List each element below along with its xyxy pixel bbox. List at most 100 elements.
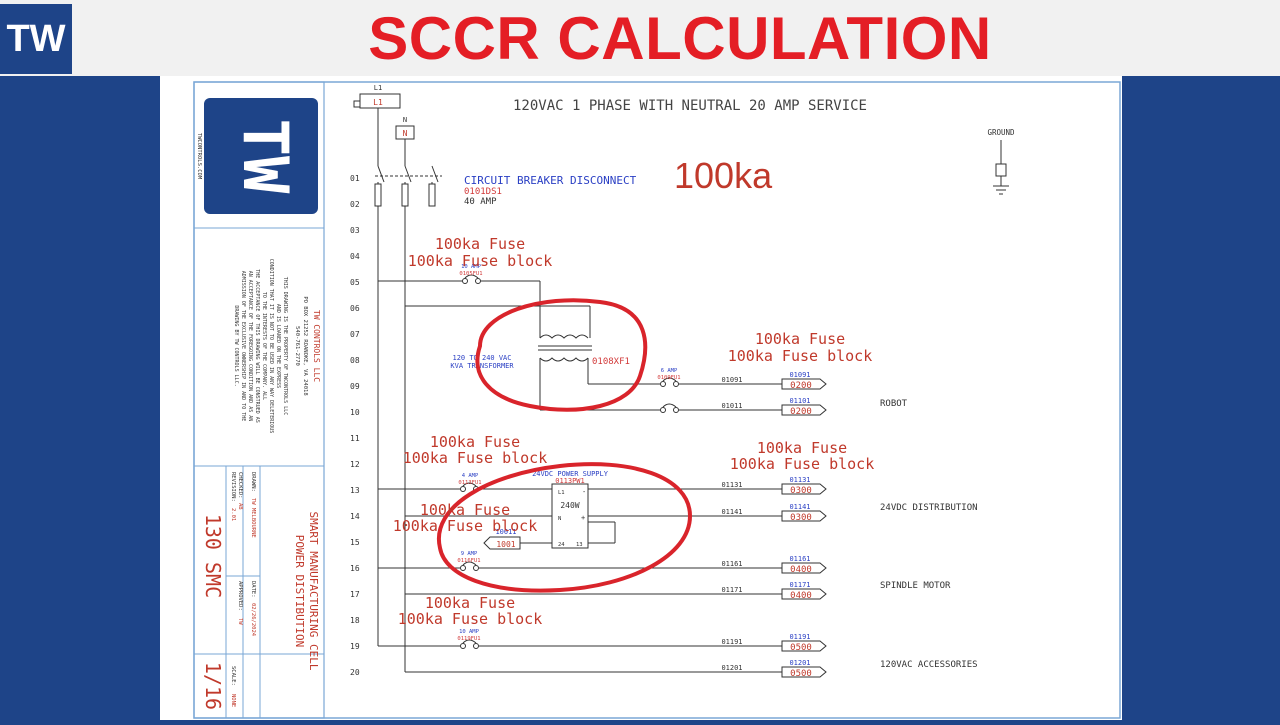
- sheet-number: 1/16: [201, 662, 225, 710]
- schematic-title: 120VAC 1 PHASE WITH NEUTRAL 20 AMP SERVI…: [513, 98, 867, 114]
- svg-text:01191: 01191: [789, 633, 810, 641]
- offpage-1001: 10011 1001: [483, 528, 521, 550]
- sheet-border: [193, 81, 1121, 719]
- annotation-5: 100ka Fuse 100ka Fuse block: [398, 594, 543, 628]
- svg-text:CONDITION THAT IT IS NOT TO BE: CONDITION THAT IT IS NOT TO BE USED IN A…: [268, 259, 274, 434]
- svg-text:11: 11: [350, 434, 360, 443]
- svg-text:AN ACCEPTANCE OF THE FOREGOING: AN ACCEPTANCE OF THE FOREGOING CONDITION…: [247, 271, 253, 422]
- svg-text:+: +: [581, 514, 585, 522]
- svg-text:100ka Fuse block: 100ka Fuse block: [403, 449, 548, 467]
- disclaimer: THIS DRAWING IS THE PROPERTY OF TWCONTRO…: [233, 259, 288, 434]
- svg-text:05: 05: [350, 278, 360, 287]
- project-title-1: SMART MANUFACTURING CELL: [307, 512, 320, 671]
- svg-text:01101: 01101: [789, 397, 810, 405]
- transformer-circle-annotation: [475, 298, 648, 412]
- svg-text:DRAWING BY TW CONTROLS LLC.: DRAWING BY TW CONTROLS LLC.: [233, 305, 239, 386]
- svg-text:24VDC POWER SUPPLY: 24VDC POWER SUPPLY: [532, 470, 609, 478]
- svg-text:04: 04: [350, 252, 360, 261]
- svg-text:0109FU1: 0109FU1: [657, 375, 680, 381]
- svg-text:09: 09: [350, 382, 360, 391]
- svg-text:0113FU1: 0113FU1: [458, 480, 481, 486]
- n-source: N N: [395, 116, 415, 140]
- title-block: TW TWCONTROLS.COM TW CONTROLS LLC PO BOX…: [193, 81, 325, 719]
- svg-text:01141: 01141: [789, 503, 810, 511]
- svg-text:19: 19: [350, 642, 360, 651]
- svg-text:01191: 01191: [721, 638, 742, 646]
- annotation-0: 100ka Fuse 100ka Fuse block: [408, 235, 553, 270]
- svg-text:100ka Fuse: 100ka Fuse: [757, 439, 847, 457]
- svg-text:4 AMP: 4 AMP: [462, 473, 479, 479]
- svg-text:07: 07: [350, 330, 360, 339]
- company-phone: 540-761-2770: [294, 326, 300, 366]
- svg-text:01131: 01131: [789, 476, 810, 484]
- annotation-1: 100ka Fuse 100ka Fuse block: [728, 330, 873, 365]
- disconnect-tag: 0101DS1: [464, 187, 502, 197]
- wire-4: 01161 01161 0400: [721, 555, 827, 575]
- svg-text:100ka Fuse block: 100ka Fuse block: [398, 610, 543, 628]
- wire-3: 01141 01141 0300: [721, 503, 827, 523]
- svg-text:01011: 01011: [721, 402, 742, 410]
- svg-text:0200: 0200: [790, 381, 812, 391]
- svg-text:10011: 10011: [495, 528, 516, 536]
- svg-text:0108XF1: 0108XF1: [592, 357, 630, 367]
- schematic-drawing: TW TWCONTROLS.COM TW CONTROLS LLC PO BOX…: [193, 81, 1121, 719]
- svg-text:N: N: [558, 516, 561, 522]
- svg-text:02: 02: [350, 200, 360, 209]
- annotation-2: 100ka Fuse 100ka Fuse block: [403, 433, 548, 467]
- svg-text:100ka Fuse block: 100ka Fuse block: [728, 347, 873, 365]
- date-value: 02/26/2024: [250, 603, 256, 637]
- disconnect-sccr-annotation: 100ka: [674, 155, 773, 196]
- circuit-breaker-disconnect: [374, 165, 442, 207]
- svg-text:240W: 240W: [560, 501, 579, 510]
- svg-text:-: -: [582, 488, 586, 496]
- svg-text:16: 16: [350, 564, 360, 573]
- svg-text:100ka Fuse: 100ka Fuse: [420, 501, 510, 519]
- svg-text:20: 20: [350, 668, 360, 677]
- titleblock-logo: [204, 98, 318, 214]
- annotation-4: 100ka Fuse 100ka Fuse block: [393, 501, 538, 535]
- svg-text:GROUND: GROUND: [987, 128, 1015, 137]
- svg-text:120 TO 240 VAC: 120 TO 240 VAC: [452, 354, 511, 362]
- svg-text:01091: 01091: [721, 376, 742, 384]
- wire-2: 01131 01131 0300: [721, 476, 827, 496]
- website-text: TWCONTROLS.COM: [196, 133, 202, 180]
- svg-text:01161: 01161: [721, 560, 742, 568]
- l1-source: L1 L1: [359, 84, 401, 109]
- transformer-0108xf1: 120 TO 240 VAC KVA TRANSFORMER 0108XF1: [450, 334, 630, 370]
- annotation-3: 100ka Fuse 100ka Fuse block: [730, 439, 875, 473]
- svg-text:01: 01: [350, 174, 360, 183]
- svg-text:18: 18: [350, 616, 360, 625]
- wire-5: 01171 01171 0400: [721, 581, 827, 601]
- date-label: DATE:: [250, 581, 256, 598]
- svg-text:0500: 0500: [790, 669, 812, 679]
- top-banner: TW SCCR CALCULATION: [0, 0, 1280, 76]
- svg-text:1001: 1001: [496, 540, 515, 549]
- svg-text:L1: L1: [558, 490, 565, 496]
- svg-text:100ka Fuse block: 100ka Fuse block: [730, 455, 875, 473]
- svg-text:01201: 01201: [789, 659, 810, 667]
- svg-text:15: 15: [350, 538, 360, 547]
- svg-text:0113PW1: 0113PW1: [555, 477, 585, 485]
- page-title: SCCR CALCULATION: [368, 5, 992, 72]
- svg-text:01141: 01141: [721, 508, 742, 516]
- checked-value: AB: [237, 503, 243, 510]
- svg-text:100ka Fuse: 100ka Fuse: [435, 235, 525, 253]
- checked-label: CHECKED:: [237, 472, 243, 499]
- scale-value: NONE: [230, 694, 236, 707]
- svg-text:0400: 0400: [790, 591, 812, 601]
- drawing-number: 130 SMC: [201, 514, 225, 598]
- svg-text:01171: 01171: [789, 581, 810, 589]
- svg-text:14: 14: [350, 512, 360, 521]
- wire-0: 01091 01091 0200: [721, 371, 827, 391]
- svg-text:17: 17: [350, 590, 360, 599]
- approved-value: TW: [237, 618, 243, 625]
- wire-1: 01011 01101 0200: [721, 397, 827, 417]
- disconnect-label: CIRCUIT BREAKER DISCONNECT: [464, 174, 637, 187]
- svg-text:THIS DRAWING IS THE PROPERTY O: THIS DRAWING IS THE PROPERTY OF TWCONTRO…: [282, 277, 288, 415]
- power-supply-0113pw1: 24VDC POWER SUPPLY 0113PW1 240W L1 N 24 …: [532, 470, 609, 549]
- load-label-spindle: SPINDLE MOTOR: [880, 581, 951, 591]
- scale-label: SCALE:: [230, 666, 236, 686]
- load-label-robot: ROBOT: [880, 399, 908, 409]
- svg-text:100ka Fuse block: 100ka Fuse block: [408, 252, 553, 270]
- company-address: PO BOX 21252 ROANOKE, VA 24018: [302, 296, 308, 395]
